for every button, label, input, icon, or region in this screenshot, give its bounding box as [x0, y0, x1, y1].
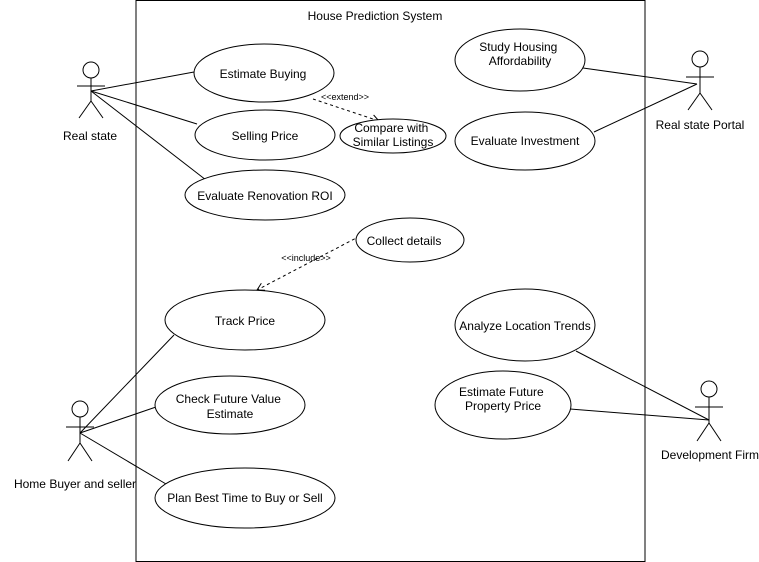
use-case-label-estimate-future-price: Estimate Future Property Price [459, 385, 547, 413]
assoc-portal-study-housing [582, 67, 698, 85]
use-case-evaluate-investment[interactable] [454, 111, 596, 171]
actor-label-development-firm: Development Firm [661, 448, 759, 462]
use-case-label-selling-price: Selling Price [232, 129, 299, 143]
actor-development-firm[interactable] [695, 380, 723, 442]
use-case-evaluate-renovation-roi[interactable] [184, 169, 346, 221]
assoc-firm-estimate-future-price [569, 408, 710, 421]
use-case-label-evaluate-renovation-roi: Evaluate Renovation ROI [197, 189, 332, 203]
use-case-selling-price[interactable] [194, 109, 336, 161]
use-case-study-housing[interactable] [454, 28, 586, 92]
assoc-real-state-selling-price [90, 90, 198, 125]
use-cases [154, 28, 596, 529]
actor-real-state[interactable] [77, 61, 105, 119]
use-case-label-study-housing: Study Housing Affordability [479, 40, 560, 68]
actor-real-state-portal[interactable] [686, 50, 714, 111]
actor-real-state-portal-head-icon [691, 50, 709, 68]
use-case-label-collect-details: Collect details [367, 234, 442, 248]
actor-label-real-state-portal: Real state Portal [656, 118, 745, 132]
use-case-plan-best-time[interactable] [154, 467, 336, 529]
extend-label: <<extend>> [321, 92, 369, 102]
actor-label-real-state: Real state [63, 129, 117, 143]
use-case-label-plan-best-time: Plan Best Time to Buy or Sell [167, 491, 322, 505]
assoc-buyer-check-future-value [79, 406, 157, 434]
assoc-buyer-track-price [79, 334, 175, 434]
use-case-label-check-future-value: Check Future Value Estimate [176, 392, 285, 421]
assoc-real-state-renovation-roi [90, 90, 207, 181]
use-case-compare-listings[interactable] [339, 118, 447, 154]
actor-development-firm-head-icon [700, 380, 718, 398]
actor-real-state-head-icon [82, 61, 100, 79]
use-case-collect-details[interactable] [355, 217, 465, 263]
include-label: <<include>> [281, 253, 331, 263]
relationship-arrows [256, 98, 380, 291]
assoc-portal-evaluate-investment [593, 83, 698, 133]
actor-home-buyer-seller[interactable] [66, 400, 94, 462]
association-lines [79, 67, 710, 485]
assoc-buyer-plan-best-time [79, 432, 167, 485]
use-case-label-evaluate-investment: Evaluate Investment [471, 134, 580, 148]
use-case-label-analyze-location: Analyze Location Trends [459, 319, 590, 333]
use-case-label-track-price: Track Price [215, 314, 276, 328]
use-case-analyze-location[interactable] [454, 288, 596, 362]
use-case-label-compare-listings: Compare with Similar Listings [353, 121, 434, 149]
use-case-label-estimate-buying: Estimate Buying [220, 67, 307, 81]
actor-home-buyer-seller-head-icon [71, 400, 89, 418]
assoc-firm-analyze-location [575, 350, 710, 421]
actor-label-home-buyer-seller: Home Buyer and seller [14, 477, 136, 491]
include-arrow [256, 235, 361, 291]
system-title: House Prediction System [308, 9, 443, 23]
use-case-labels: Estimate Buying Selling Price Compare wi… [167, 40, 590, 505]
use-case-track-price[interactable] [164, 289, 326, 351]
use-case-check-future-value[interactable] [154, 375, 306, 435]
assoc-real-state-estimate-buying [90, 71, 195, 92]
use-case-estimate-buying[interactable] [193, 43, 335, 103]
use-case-estimate-future-price[interactable] [434, 370, 572, 440]
